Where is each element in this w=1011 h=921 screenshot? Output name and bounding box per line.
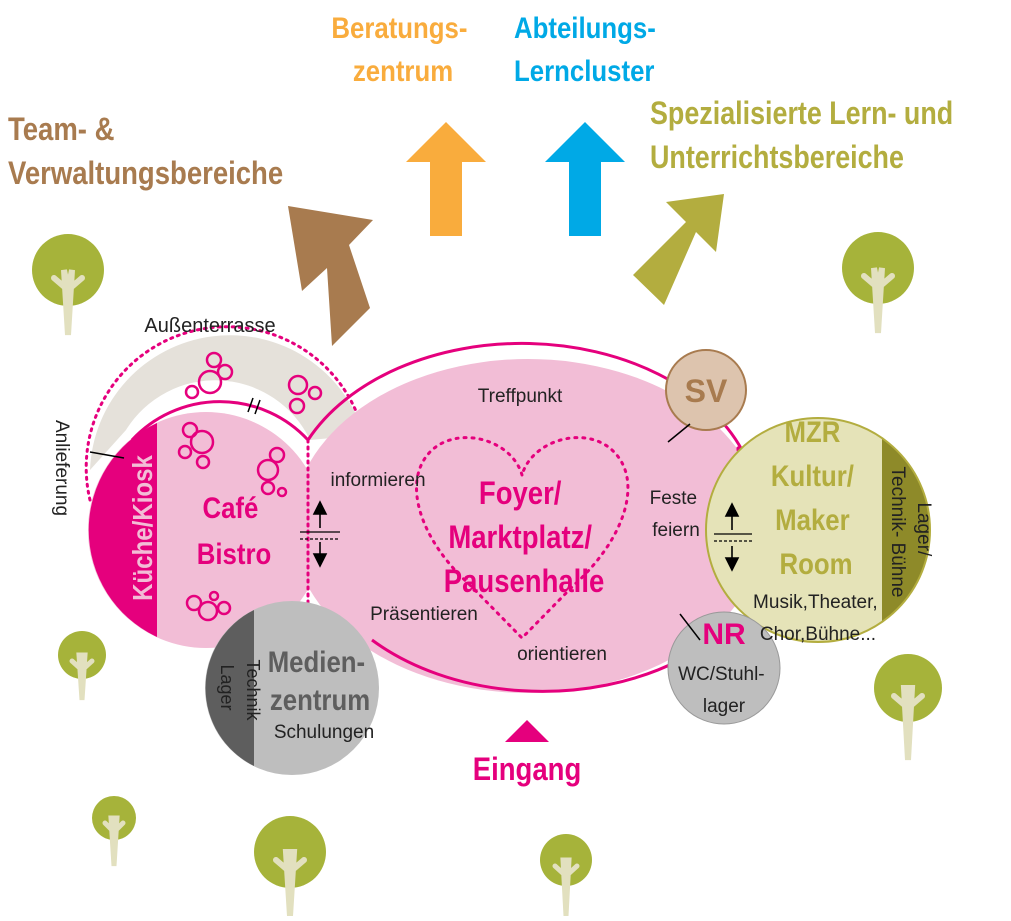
wc-stuhllager-label: WC/Stuhl- lager xyxy=(678,664,770,717)
aussenterrasse-label: Außenterrasse xyxy=(144,315,275,337)
anlieferung-label: Anlieferung xyxy=(51,420,72,516)
tree-icon xyxy=(842,232,914,334)
direction-abteilung-label: Abteilungs- Lerncluster xyxy=(514,11,663,87)
heart-dotted-icon xyxy=(415,436,630,641)
arrow-team-icon xyxy=(288,206,373,346)
praesentieren-label: Präsentieren xyxy=(370,604,478,625)
treffpunkt-label: Treffpunkt xyxy=(478,386,563,407)
lager-buehne-zone xyxy=(882,438,931,622)
arrow-beratung-icon xyxy=(406,122,486,236)
lager-technik-zone xyxy=(205,610,254,766)
nr-label: NR xyxy=(702,618,746,651)
cafe-top-outline xyxy=(130,400,310,442)
informieren-label: informieren xyxy=(330,470,425,491)
direction-team-label: Team- & Verwaltungsbereiche xyxy=(8,112,283,191)
tree-icon xyxy=(58,631,106,701)
sv-label: SV xyxy=(685,373,728,409)
feste-feiern-label: Feste feiern xyxy=(650,488,703,541)
lager-technik-label: Lager Technik xyxy=(217,659,263,721)
foyer-label: Foyer/ Marktplatz/ Pausenhalle xyxy=(444,476,605,599)
nr-zone xyxy=(667,611,781,725)
foyer-bottom-outline xyxy=(371,638,681,693)
kueche-kiosk-zone xyxy=(88,423,157,637)
mzr-label: MZR Kultur/ Maker Room xyxy=(771,415,861,580)
direction-beratung-label: Beratungs- zentrum xyxy=(331,11,474,87)
anlieferung-pointer-line xyxy=(89,451,125,459)
orientieren-label: orientieren xyxy=(517,644,607,665)
eingang-triangle-icon xyxy=(505,720,549,742)
double-arrow-left-icon xyxy=(300,500,340,568)
mzr-sub-label: Musik,Theater, Chor,Bühne... xyxy=(753,592,883,645)
medienzentrum-label: Medien- zentrum xyxy=(268,645,373,716)
mzr-zone xyxy=(706,418,930,642)
tree-icon xyxy=(32,234,104,336)
sv-zone xyxy=(665,349,747,431)
tree-icon xyxy=(540,834,592,917)
tree-icon xyxy=(874,654,942,761)
double-arrow-right-icon xyxy=(714,502,752,572)
direction-spezial-label: Spezialisierte Lern- und Unterrichtsbere… xyxy=(650,96,961,176)
schulungen-label: Schulungen xyxy=(274,722,374,743)
tree-icon xyxy=(92,796,136,867)
aussenterrasse-zone xyxy=(90,335,364,470)
mzr-outline xyxy=(705,417,931,643)
tree-icon xyxy=(254,816,326,917)
arrow-abteilung-icon xyxy=(545,122,625,236)
lager-buehne-label: Lager/ Technik- Bühne xyxy=(887,467,934,598)
bubbles-icon xyxy=(177,351,323,622)
terrace-break-icon xyxy=(247,397,261,415)
sv-pointer-line xyxy=(667,423,691,443)
eingang-label: Eingang xyxy=(473,752,581,787)
nr-pointer-line xyxy=(679,613,701,641)
cafe-bistro-label: Café Bistro xyxy=(197,491,272,570)
foyer-zone xyxy=(292,359,764,693)
kueche-kiosk-label: Küche/Kiosk xyxy=(126,455,158,601)
arrow-spezial-icon xyxy=(633,194,724,305)
